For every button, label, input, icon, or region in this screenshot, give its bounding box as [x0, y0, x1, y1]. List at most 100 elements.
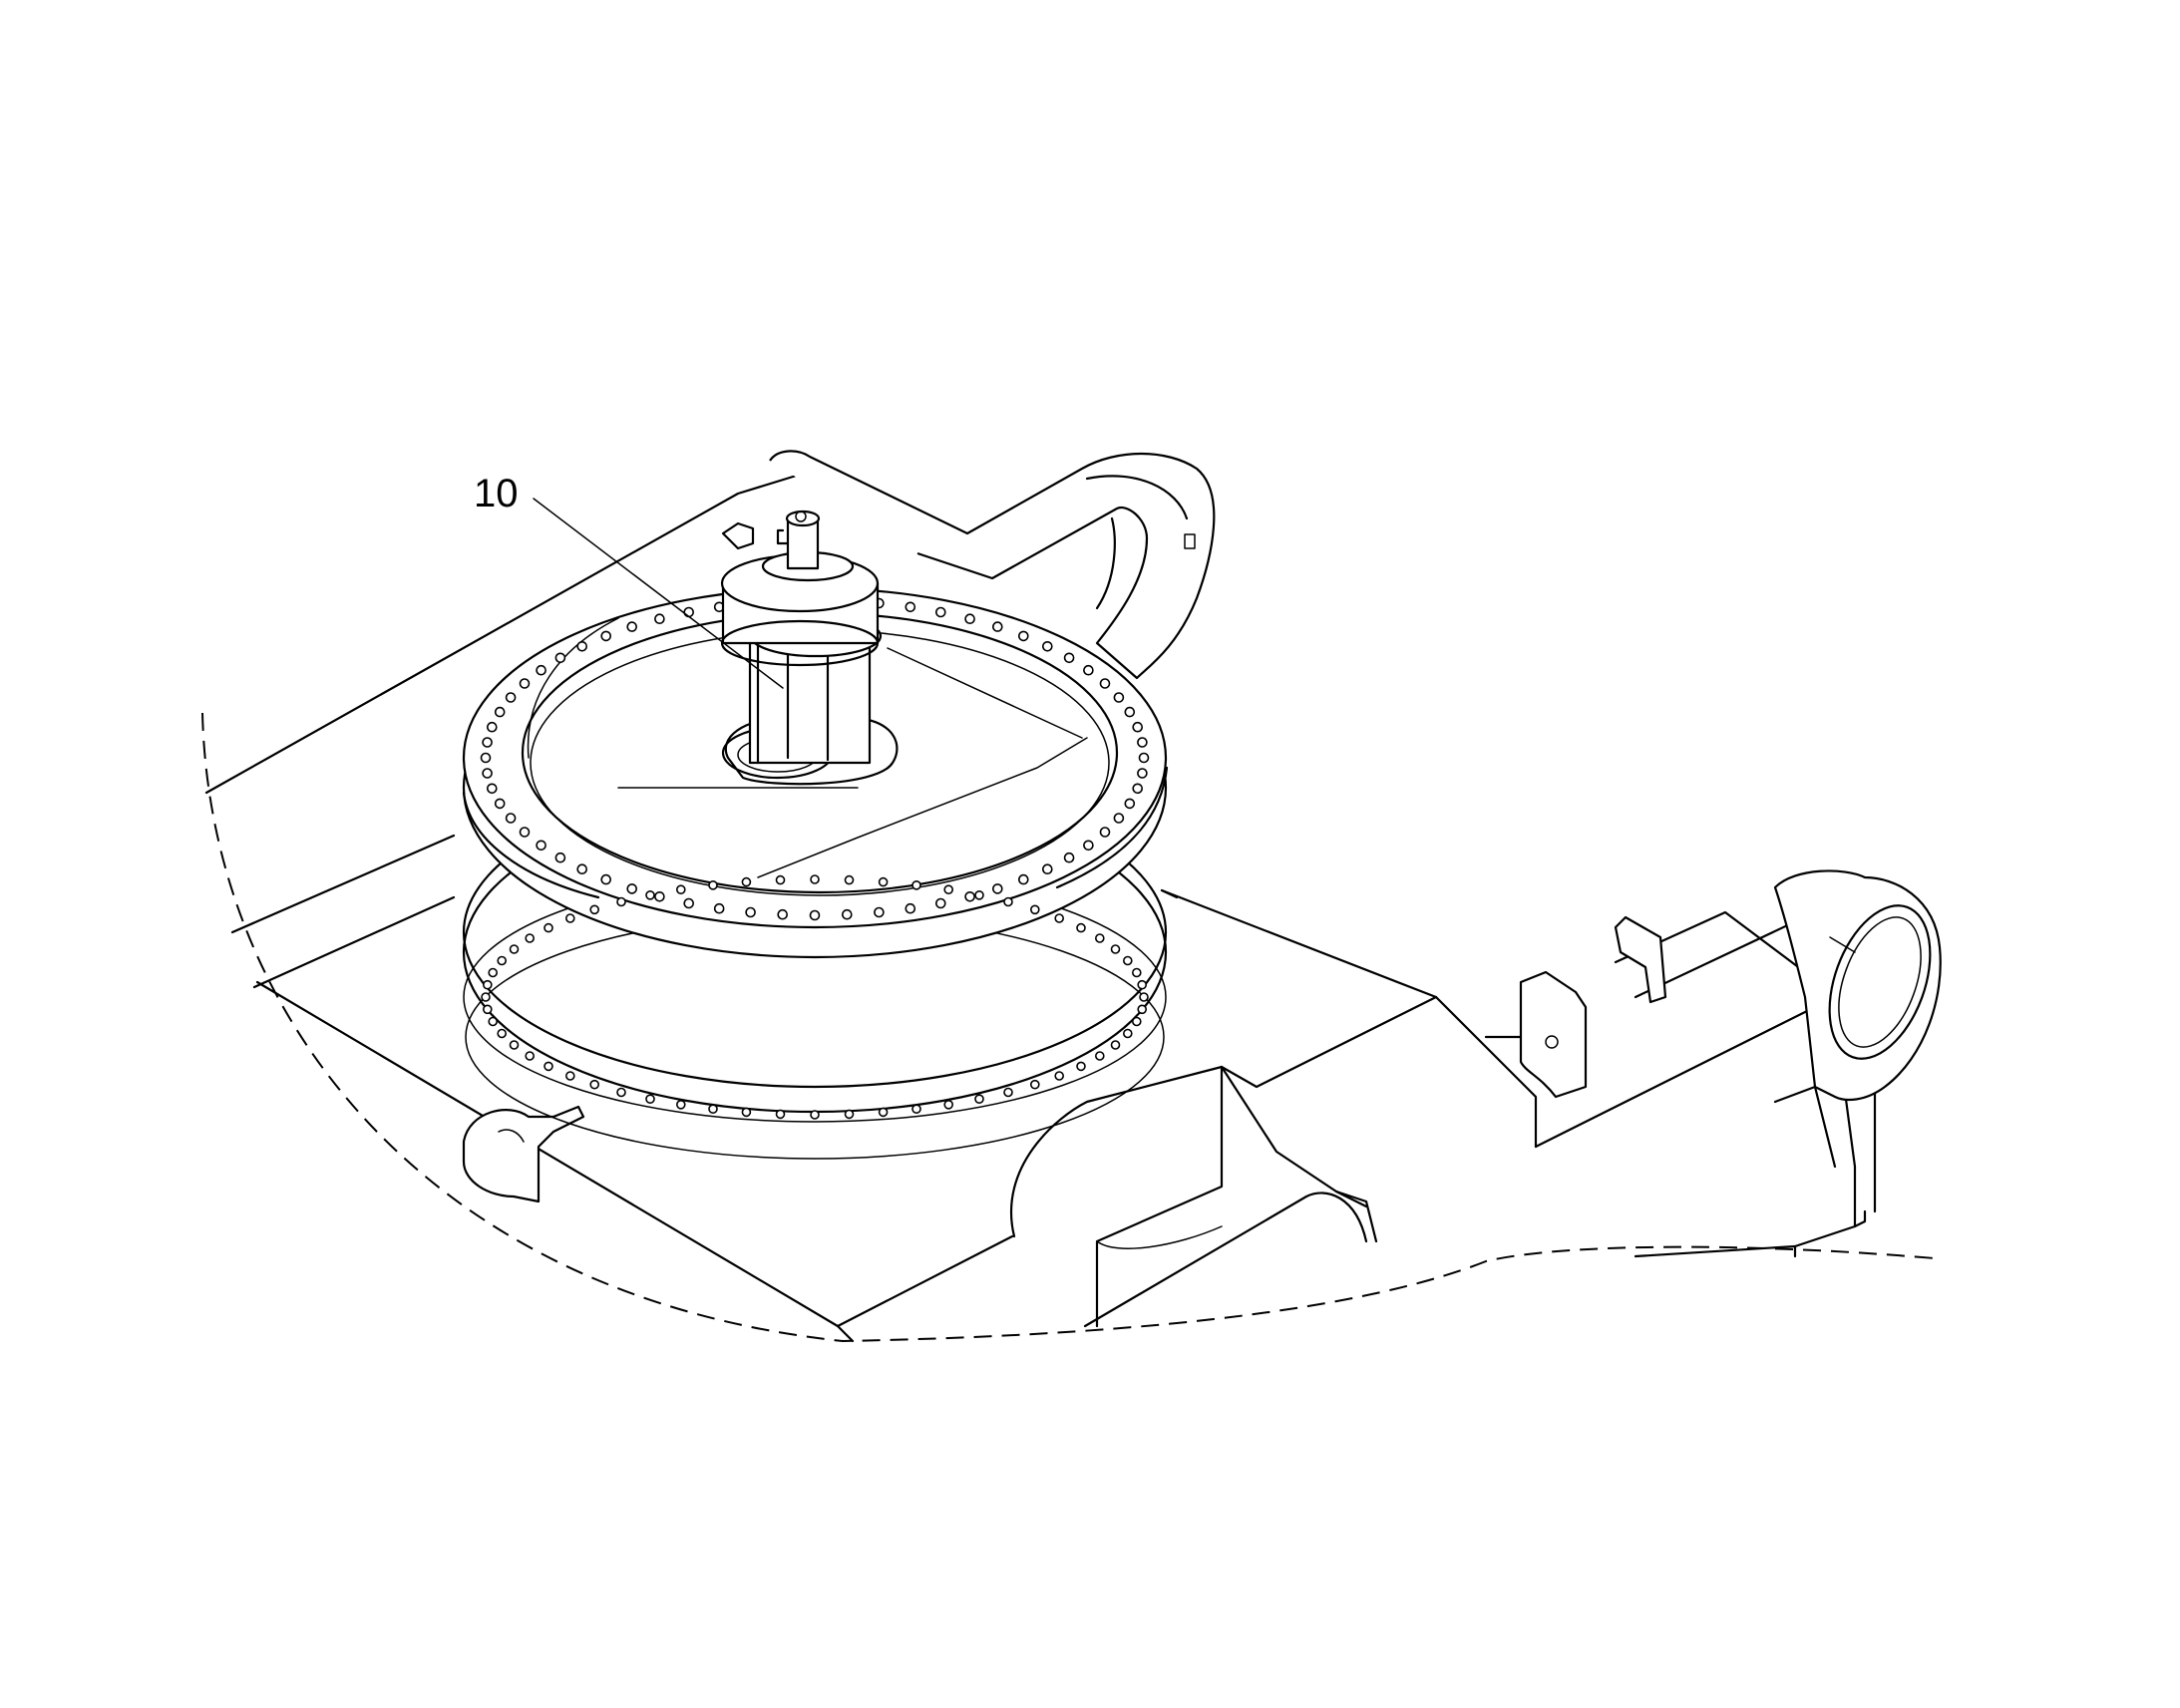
bolt-hole: [589, 1079, 600, 1090]
bolt-hole: [616, 1087, 626, 1098]
bolt-hole: [934, 897, 946, 909]
bolt-hole: [775, 874, 786, 885]
bolt-hole: [536, 664, 546, 676]
bolt-hole: [519, 678, 531, 689]
bolt-hole: [878, 876, 889, 887]
bolt-hole: [482, 768, 493, 779]
bolt-hole: [654, 613, 665, 625]
bolt-hole: [911, 879, 921, 890]
bolt-hole: [943, 1100, 954, 1110]
bolt-hole: [600, 630, 612, 642]
bolt-hole: [626, 621, 638, 632]
bolt-hole: [1124, 798, 1136, 810]
bolt-hole: [497, 955, 508, 966]
bolt-hole: [1132, 721, 1143, 733]
bolt-hole: [1132, 783, 1143, 795]
bolt-hole: [1083, 664, 1094, 676]
bolt-hole: [943, 884, 954, 895]
bolt-hole: [1018, 873, 1029, 885]
bolt-hole: [1030, 904, 1040, 915]
bolt-hole: [1003, 1087, 1013, 1098]
bolt-hole: [482, 737, 493, 748]
bolt-hole: [576, 863, 588, 875]
bolt-hole: [905, 601, 916, 613]
bolt-hole: [745, 906, 756, 918]
bolt-hole: [509, 1040, 520, 1050]
bolt-hole: [841, 908, 853, 920]
bolt-hole: [1083, 840, 1094, 852]
bolt-hole: [1123, 1028, 1133, 1039]
bolt-hole: [564, 913, 575, 923]
bolt-hole: [486, 721, 498, 733]
bolt-hole: [991, 883, 1003, 894]
bolt-hole: [509, 944, 520, 954]
bolt-hole: [626, 883, 638, 894]
bolt-hole: [713, 902, 725, 914]
bolt-hole: [934, 606, 946, 618]
bolt-hole: [964, 890, 975, 902]
bolt-hole: [525, 933, 536, 943]
bolt-hole: [1003, 896, 1013, 907]
bolt-hole: [482, 979, 493, 990]
bolt-hole: [497, 1028, 508, 1039]
bolt-hole: [775, 1109, 786, 1120]
bolt-hole: [1138, 752, 1150, 764]
bolt-hole: [589, 904, 600, 915]
bolt-hole: [1030, 1079, 1040, 1090]
bolt-hole: [683, 606, 695, 618]
bolt-hole: [544, 1061, 553, 1072]
bolt-hole: [991, 621, 1003, 632]
bolt-hole: [554, 652, 566, 664]
bolt-hole: [810, 874, 820, 884]
bolt-hole: [1042, 863, 1053, 875]
bolt-hole: [494, 798, 506, 810]
bolt-hole: [544, 922, 553, 933]
bolt-hole: [1137, 979, 1147, 990]
bracket-left: [462, 1105, 585, 1203]
bolt-hole: [964, 613, 975, 625]
bolt-hole: [1018, 630, 1029, 642]
bolt-hole: [974, 1094, 984, 1104]
bolt-hole: [741, 1107, 752, 1118]
bolt-hole: [505, 692, 517, 703]
bolt-hole: [1099, 678, 1111, 689]
bolt-hole: [1063, 652, 1075, 664]
bolt-hole: [974, 889, 984, 900]
bolt-hole: [536, 840, 546, 852]
bolt-hole: [844, 1109, 855, 1120]
bolt-hole: [1054, 913, 1064, 923]
bolt-hole: [576, 640, 588, 652]
bolt-hole: [1095, 1051, 1105, 1061]
bolt-hole: [1095, 933, 1105, 943]
bolt-hole: [1137, 768, 1148, 779]
bolt-hole: [911, 1104, 921, 1114]
callout-label: 10: [474, 472, 519, 515]
callout-10: 10: [474, 472, 784, 689]
bolt-hole: [1110, 944, 1121, 954]
bolt-hole: [675, 884, 686, 895]
bolt-hole: [1139, 992, 1149, 1002]
bolt-hole: [554, 852, 566, 863]
bolt-hole: [1042, 640, 1053, 652]
bolt-hole: [654, 890, 665, 902]
bolt-hole: [1054, 1071, 1064, 1081]
bolt-hole: [525, 1051, 536, 1061]
bolt-hole: [1076, 922, 1086, 933]
bolt-hole: [645, 1094, 655, 1104]
bolt-hole: [494, 706, 506, 718]
bolt-hole: [1076, 1061, 1086, 1072]
bolt-hole: [1137, 1004, 1147, 1015]
bolt-hole: [505, 813, 517, 824]
bolt-hole: [488, 1016, 499, 1027]
bolt-hole: [905, 902, 916, 914]
bolt-hole: [480, 752, 492, 764]
bolt-hole: [481, 992, 491, 1002]
bolt-hole: [645, 889, 655, 900]
leader-line: [533, 498, 784, 689]
bolt-holes: [480, 594, 1150, 1120]
bolt-hole: [741, 876, 752, 887]
bolt-hole: [874, 906, 885, 918]
bolt-hole: [708, 879, 718, 890]
bolt-hole: [564, 1071, 575, 1081]
